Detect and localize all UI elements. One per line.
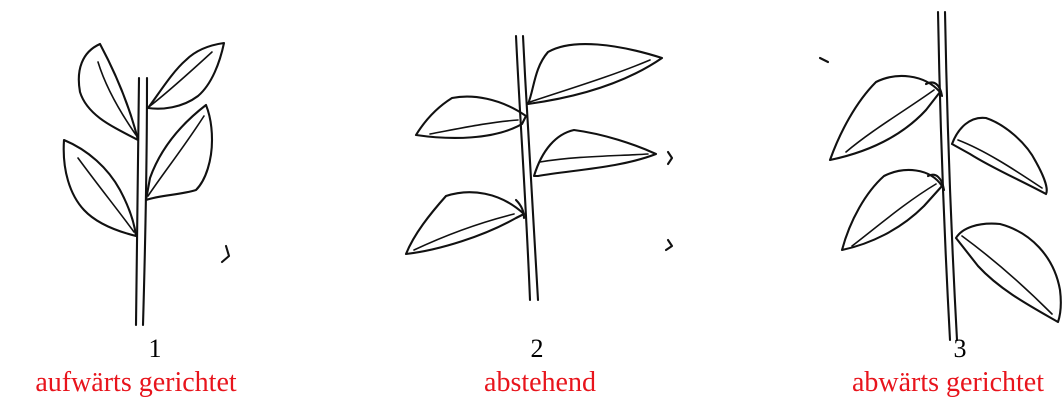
plant-stem-leaves-downward-icon [818,10,1062,342]
panel-2-number: 2 [530,334,544,363]
panel-3-caption: abwärts gerichtet [851,367,1045,398]
panel-2-caption: abstehend [484,367,596,398]
plant-stem-leaves-upward-icon [62,41,231,327]
plant-stem-leaves-spreading-icon [404,34,674,302]
panel-1-caption: aufwärts gerichtet [35,367,237,398]
panel-1-number: 1 [148,334,162,363]
panel-3-number: 3 [953,334,967,363]
